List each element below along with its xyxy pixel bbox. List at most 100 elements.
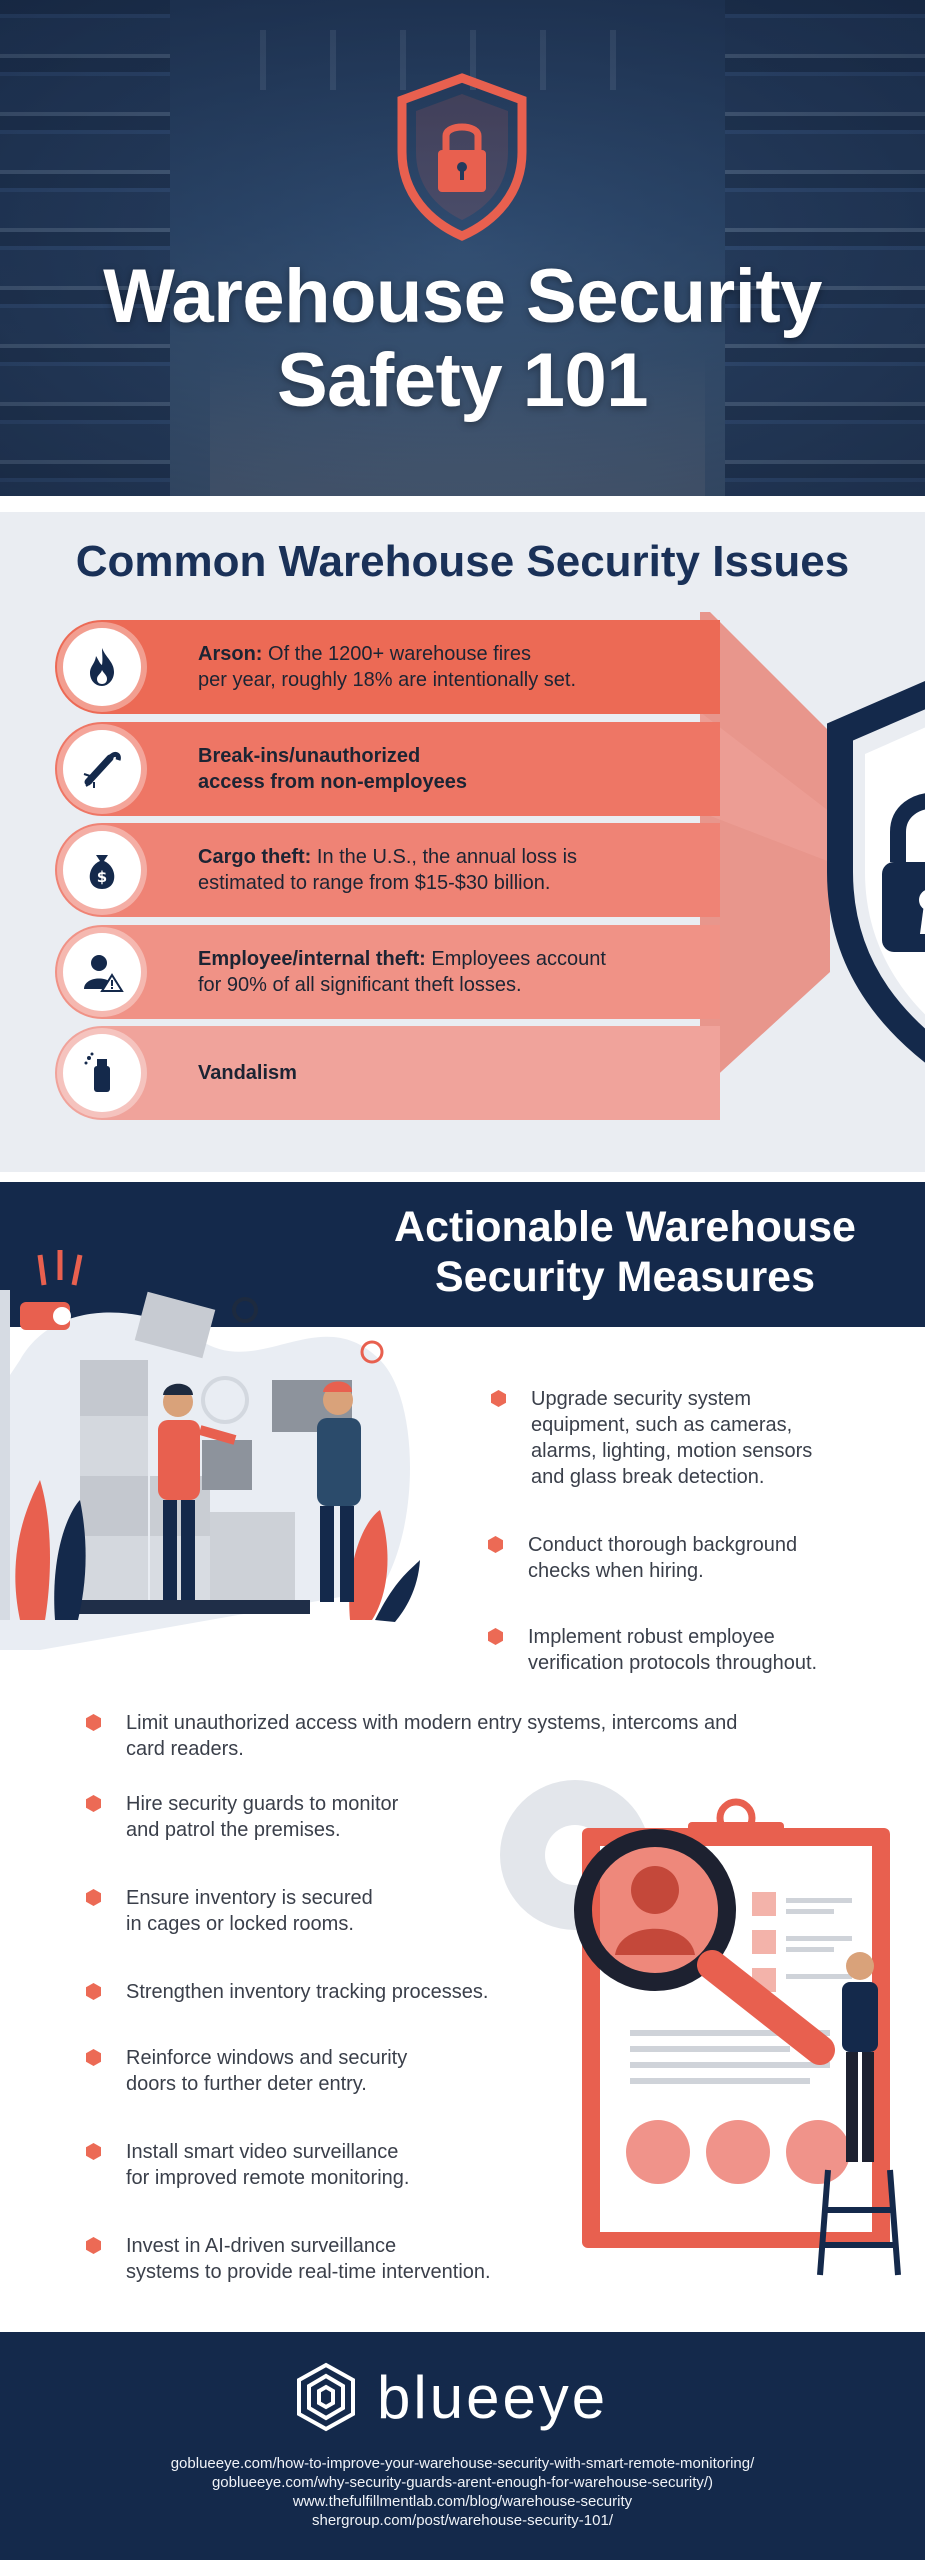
footer: blueeye goblueeye.com/how-to-improve-you… [0, 2332, 925, 2560]
issue-detail: per year, roughly 18% are intentionally … [198, 669, 576, 691]
issue-label: Employee/internal theft: [198, 948, 426, 970]
measure-item: Conduct thorough background checks when h… [488, 1532, 798, 1584]
hexagon-bullet-icon [488, 1536, 503, 1553]
measure-text: Reinforce windows and security [126, 2047, 408, 2069]
measure-text: Implement robust employee [528, 1626, 775, 1648]
issue-detail: Employees account [425, 948, 606, 970]
hexagon-bullet-icon [86, 2143, 101, 2160]
hexagon-logo-icon [297, 2362, 355, 2432]
measure-text: verification protocols throughout. [528, 1652, 818, 1674]
issue-label: Vandalism [198, 1062, 297, 1084]
measure-item: Strengthen inventory tracking processes. [86, 1979, 489, 2005]
measure-text: and patrol the premises. [126, 1819, 341, 1841]
person-with-ladder [817, 1952, 901, 2276]
issue-text: Cargo theft: In the U.S., the annual los… [198, 823, 698, 917]
issue-detail: for 90% of all significant theft losses. [198, 974, 522, 996]
hexagon-bullet-icon [86, 1889, 101, 1906]
spray-can-icon [63, 1034, 141, 1112]
hexagon-bullet-icon [491, 1390, 506, 1407]
shield-lock-icon [397, 73, 527, 241]
measure-item: Ensure inventory is secured in cages or l… [86, 1885, 373, 1937]
measures-heading-line1: Actionable Warehouse [394, 1203, 856, 1251]
measure-text: Upgrade security system [531, 1388, 752, 1410]
hero-banner: Warehouse Security Safety 101 [0, 0, 925, 496]
issue-row: Employee/internal theft: Employees accou… [55, 925, 720, 1019]
source-link[interactable]: goblueeye.com/how-to-improve-your-wareho… [170, 2455, 755, 2472]
measure-item: Implement robust employee verification pr… [488, 1624, 818, 1676]
measure-text: Ensure inventory is secured [126, 1887, 373, 1909]
measure-text: equipment, such as cameras, [531, 1414, 793, 1436]
measure-text: in cages or locked rooms. [126, 1913, 354, 1935]
measure-item: Hire security guards to monitor and patro… [86, 1791, 399, 1843]
issue-text: Employee/internal theft: Employees accou… [198, 925, 698, 1019]
measure-text: Limit unauthorized access with modern en… [126, 1712, 738, 1734]
issue-detail: estimated to range from $15-$30 billion. [198, 872, 551, 894]
measure-text: Hire security guards to monitor [126, 1793, 399, 1815]
issue-label: Break-ins/unauthorized [198, 745, 421, 767]
crowbar-icon [63, 730, 141, 808]
source-list: goblueeye.com/how-to-improve-your-wareho… [0, 2454, 925, 2530]
employee-warning-icon [63, 933, 141, 1011]
hexagon-bullet-icon [86, 2237, 101, 2254]
measure-text: alarms, lighting, motion sensors [531, 1440, 813, 1462]
measure-item: Upgrade security system equipment, such a… [491, 1386, 813, 1490]
measure-text: checks when hiring. [528, 1560, 704, 1582]
issue-detail: In the U.S., the annual loss is [311, 846, 578, 868]
funnel-graphic [700, 612, 830, 1082]
hexagon-bullet-icon [86, 1795, 101, 1812]
measure-text: for improved remote monitoring. [126, 2167, 410, 2189]
text-lines [630, 2030, 830, 2084]
issue-row: $ Cargo theft: In the U.S., the annual lo… [55, 823, 720, 917]
hexagon-bullet-icon [86, 1714, 101, 1731]
measure-text: doors to further deter entry. [126, 2073, 367, 2095]
issue-detail: access from non-employees [198, 771, 467, 793]
clipboard-magnifier-illustration [500, 1780, 901, 2276]
issue-row: Arson: Of the 1200+ warehouse fires per y… [55, 620, 720, 714]
measure-item: Limit unauthorized access with modern en… [86, 1710, 738, 1762]
fire-icon [63, 628, 141, 706]
source-link[interactable]: shergroup.com/post/warehouse-security-10… [312, 2512, 613, 2529]
pie-circles [626, 2120, 850, 2184]
measures-heading-line2: Security Measures [434, 1253, 816, 1301]
plant-right [349, 1510, 420, 1622]
source-link[interactable]: www.thefulfillmentlab.com/blog/warehouse… [292, 2493, 633, 2510]
worker-left [158, 1383, 237, 1600]
hexagon-bullet-icon [86, 1983, 101, 2000]
page-title: Warehouse Security Safety 101 [0, 255, 925, 423]
measure-item: Install smart video surveillance for impr… [86, 2139, 410, 2191]
issue-row: Vandalism [55, 1026, 720, 1120]
alarm-icon [37, 1250, 83, 1286]
brand-logo: blueeye [295, 2359, 630, 2435]
money-bag-icon: $ [63, 831, 141, 909]
large-shield-lock-icon [827, 680, 925, 1063]
source-link[interactable]: goblueeye.com/why-security-guards-arent-… [211, 2474, 714, 2491]
floating-box [134, 1291, 216, 1359]
magnifier-icon [574, 1829, 835, 2065]
measure-item: Reinforce windows and security doors to f… [86, 2045, 408, 2097]
issue-row: Break-ins/unauthorized access from non-em… [55, 722, 720, 816]
measure-text: and glass break detection. [531, 1466, 765, 1488]
workers-with-boxes-illustration [0, 1250, 420, 1650]
brand-name: blueeye [377, 2363, 609, 2431]
page-title-line2: Safety 101 [276, 338, 649, 423]
page-title-line1: Warehouse Security [103, 254, 822, 339]
issue-text: Arson: Of the 1200+ warehouse fires per y… [198, 620, 698, 714]
measure-text: Install smart video surveillance [126, 2141, 399, 2163]
issue-label: Arson: [198, 643, 263, 665]
measure-text: Invest in AI-driven surveillance [126, 2235, 397, 2257]
svg-text:$: $ [97, 868, 107, 886]
measure-item: Invest in AI-driven surveillance systems … [86, 2233, 491, 2285]
plant-left [15, 1480, 86, 1620]
measure-text: Conduct thorough background [528, 1534, 798, 1556]
issue-detail: Of the 1200+ warehouse fires [262, 643, 531, 665]
gear-icon [232, 1297, 258, 1323]
measures-heading: Actionable Warehouse Security Measures [365, 1202, 885, 1302]
issues-heading: Common Warehouse Security Issues [75, 537, 850, 586]
issue-text: Vandalism [198, 1026, 698, 1120]
hexagon-bullet-icon [86, 2049, 101, 2066]
measure-text: card readers. [126, 1738, 244, 1760]
hexagon-bullet-icon [488, 1628, 503, 1645]
measure-text: systems to provide real-time interventio… [126, 2261, 491, 2283]
worker-right [317, 1381, 361, 1602]
measure-text: Strengthen inventory tracking processes. [126, 1981, 489, 2003]
